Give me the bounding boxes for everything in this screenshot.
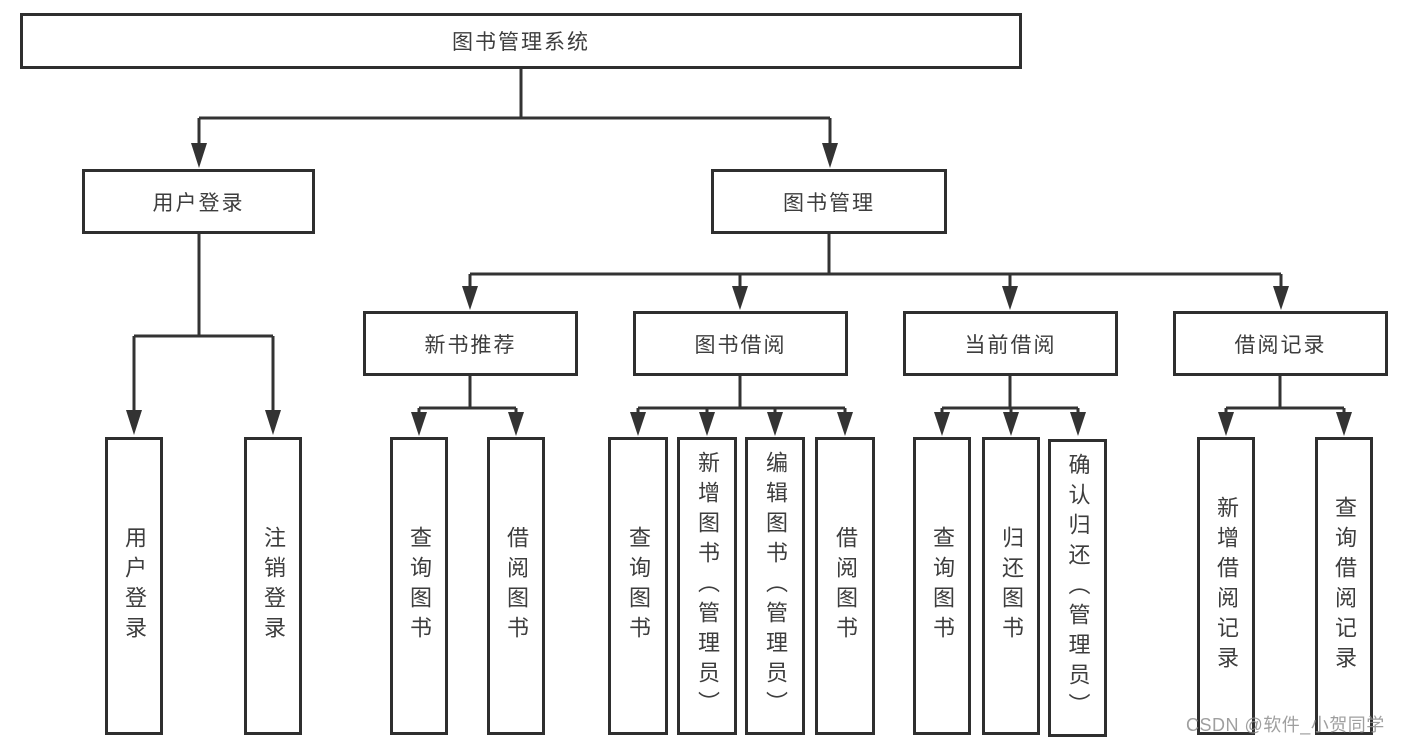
node-leaf-borrow-book-borrow: 借阅图书 [815, 437, 875, 735]
node-root: 图书管理系统 [20, 13, 1022, 69]
node-leaf-confirm-return-admin-label: 确认归还（管理员） [1065, 453, 1091, 723]
connector-book-management-children [462, 234, 1289, 310]
node-leaf-edit-book-admin-label: 编辑图书（管理员） [763, 451, 788, 721]
node-current-borrow: 当前借阅 [903, 311, 1118, 376]
connector-line [1224, 376, 1346, 414]
connector-root-to-level2 [191, 69, 838, 168]
connector-current-borrow-children [934, 376, 1086, 436]
connector-line [468, 234, 1283, 288]
connector-line [940, 376, 1080, 414]
watermark: CSDN @软件_小贺同学 [1186, 715, 1385, 735]
arrowhead-down [934, 412, 1086, 436]
connector-borrow-record-children [1218, 376, 1352, 436]
connector-line [636, 376, 847, 414]
arrowhead-down [1218, 412, 1352, 436]
connector-new-book-recommend-children [411, 376, 524, 436]
node-leaf-user-login-label: 用户登录 [122, 526, 147, 646]
node-leaf-logout: 注销登录 [244, 437, 302, 735]
node-leaf-user-login: 用户登录 [105, 437, 163, 735]
node-root-label: 图书管理系统 [452, 31, 590, 54]
node-new-book-recommend-label: 新书推荐 [424, 333, 517, 357]
arrowhead-down [462, 286, 1289, 310]
node-book-borrow: 图书借阅 [633, 311, 848, 376]
node-leaf-borrow-book-borrow-label: 借阅图书 [833, 526, 858, 646]
node-borrow-record-label: 借阅记录 [1234, 333, 1327, 357]
node-leaf-return-book: 归还图书 [982, 437, 1040, 735]
node-leaf-add-borrow-record: 新增借阅记录 [1197, 437, 1255, 735]
node-leaf-add-book-admin: 新增图书（管理员） [677, 437, 737, 735]
node-current-borrow-label: 当前借阅 [964, 333, 1057, 357]
arrowhead-down [126, 410, 281, 435]
node-leaf-edit-book-admin: 编辑图书（管理员） [745, 437, 805, 735]
node-leaf-query-book-borrow-label: 查询图书 [626, 526, 651, 646]
node-user-login-label: 用户登录 [152, 191, 245, 215]
node-leaf-add-book-admin-label: 新增图书（管理员） [695, 451, 720, 721]
connector-line [132, 234, 275, 412]
arrowhead-down [630, 412, 853, 436]
node-book-borrow-label: 图书借阅 [694, 333, 787, 357]
node-leaf-logout-label: 注销登录 [261, 526, 286, 646]
node-leaf-query-borrow-record-label: 查询借阅记录 [1332, 496, 1357, 676]
node-book-management: 图书管理 [711, 169, 947, 234]
node-book-management-label: 图书管理 [783, 191, 875, 215]
node-leaf-add-borrow-record-label: 新增借阅记录 [1214, 496, 1239, 676]
node-leaf-query-borrow-record: 查询借阅记录 [1315, 437, 1373, 735]
node-leaf-query-book-recommend-label: 查询图书 [407, 526, 432, 646]
node-leaf-query-book-recommend: 查询图书 [390, 437, 448, 735]
node-leaf-query-book-current-label: 查询图书 [930, 526, 955, 646]
arrowhead-down [411, 412, 524, 436]
node-leaf-borrow-book-recommend-label: 借阅图书 [504, 526, 529, 646]
connector-book-borrow-children [630, 376, 853, 436]
node-leaf-query-book-current: 查询图书 [913, 437, 971, 735]
node-new-book-recommend: 新书推荐 [363, 311, 578, 376]
connector-line [197, 69, 832, 146]
node-leaf-return-book-label: 归还图书 [999, 526, 1024, 646]
connector-line [417, 376, 518, 414]
node-user-login: 用户登录 [82, 169, 315, 234]
node-leaf-confirm-return-admin: 确认归还（管理员） [1048, 439, 1107, 737]
node-borrow-record: 借阅记录 [1173, 311, 1388, 376]
arrowhead-down [191, 143, 838, 168]
node-leaf-query-book-borrow: 查询图书 [608, 437, 668, 735]
node-leaf-borrow-book-recommend: 借阅图书 [487, 437, 545, 735]
connector-user-login-children [126, 234, 281, 435]
